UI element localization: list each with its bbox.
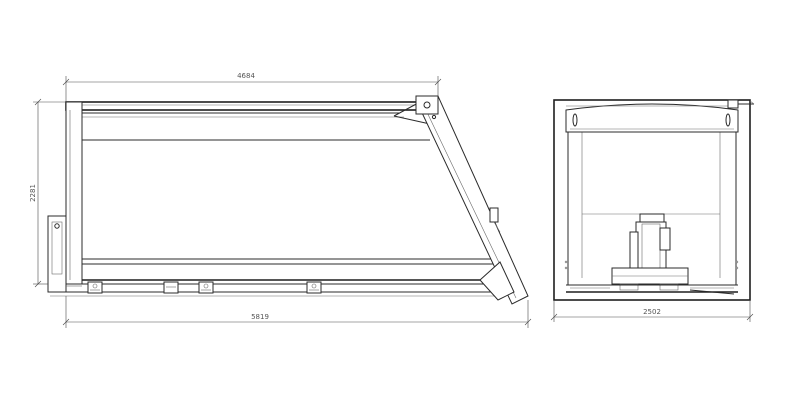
dim-side-top-length: 4684 xyxy=(237,72,255,80)
rear-outer-frame xyxy=(553,99,751,301)
bottom-lug-3 xyxy=(198,281,214,294)
side-front-post xyxy=(65,101,83,285)
bottom-lug-1 xyxy=(87,281,103,294)
side-dimensions: 4684 5819 2281 xyxy=(29,72,532,328)
rear-dimensions: 2502 xyxy=(550,300,754,322)
side-top-hinge xyxy=(415,95,439,115)
bottom-lug-4 xyxy=(306,281,322,294)
dim-side-overall-length: 5819 xyxy=(251,313,269,321)
rear-lift-mechanism xyxy=(611,213,689,291)
side-view xyxy=(47,95,529,305)
side-rear-wedge xyxy=(479,261,515,301)
bottom-lug-2 xyxy=(163,281,179,294)
dim-side-height: 2281 xyxy=(29,184,37,202)
side-top-rail xyxy=(65,101,425,111)
dim-rear-width: 2502 xyxy=(643,308,661,316)
rear-view xyxy=(553,99,755,301)
side-front-bracket xyxy=(47,215,67,293)
side-rear-strut xyxy=(415,95,529,305)
rear-top-plate xyxy=(565,103,739,133)
